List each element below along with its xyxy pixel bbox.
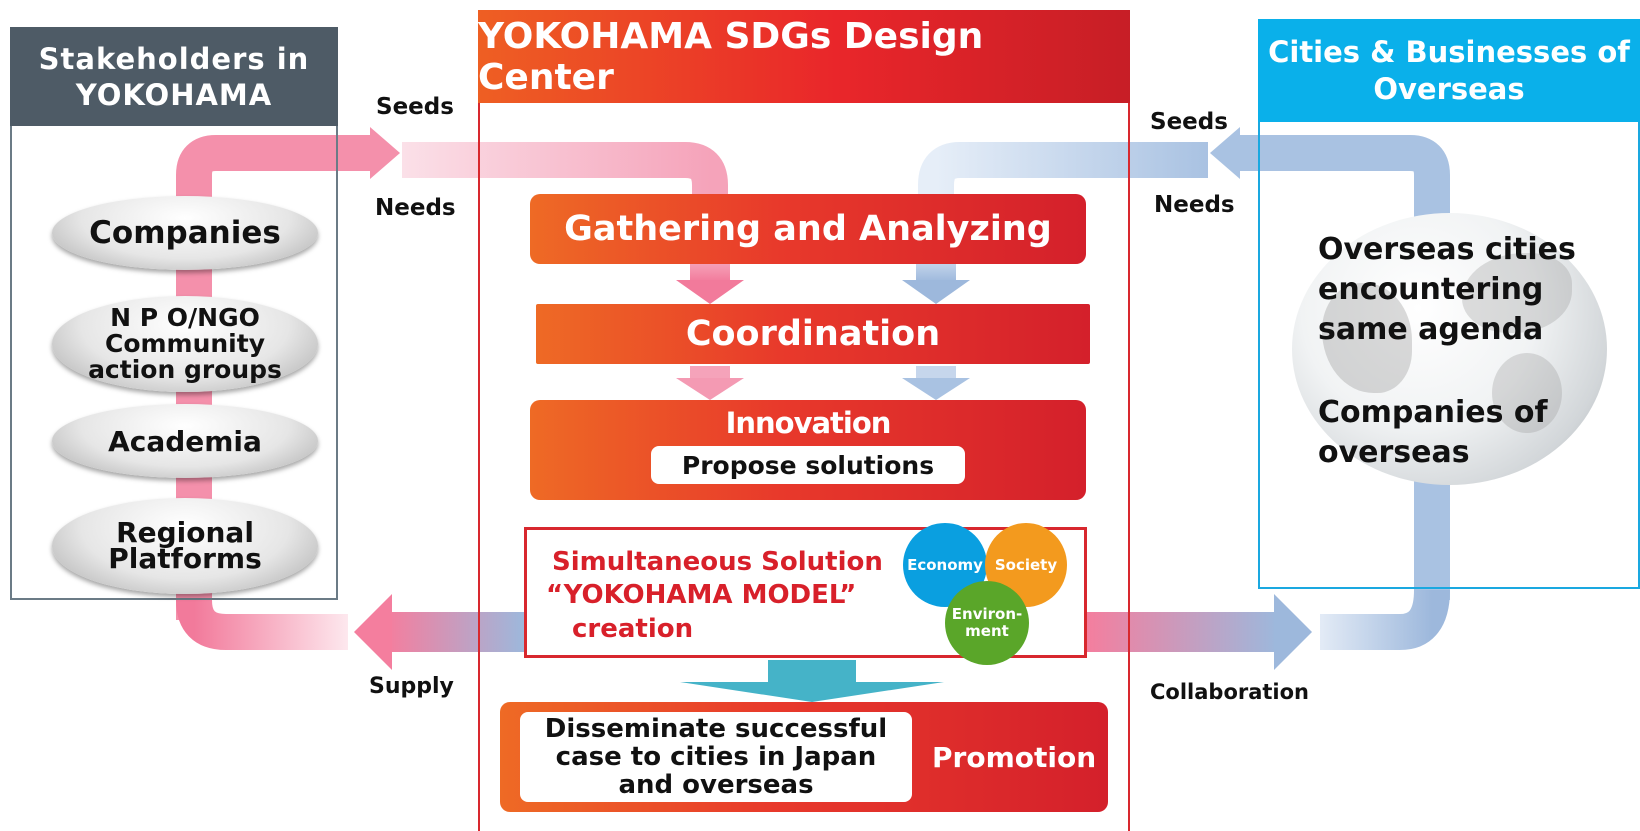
gathering-box: Gathering and Analyzing (530, 194, 1086, 264)
academia-label: Academia (108, 424, 262, 458)
economy-label: Economy (907, 555, 983, 574)
blue-seeds-arrow (918, 142, 1208, 203)
environment-circle: Environ-ment (945, 581, 1029, 665)
supply-label: Supply (369, 674, 454, 699)
companies-label: Companies (89, 215, 281, 251)
design-center-header: YOKOHAMA SDGs Design Center (478, 10, 1130, 103)
seeds-left-label: Seeds (376, 94, 454, 120)
seeds-right-label: Seeds (1150, 109, 1228, 135)
disseminate-box: Disseminate successful case to cities in… (520, 712, 912, 802)
society-label: Society (994, 555, 1058, 574)
pink-down-head-1 (676, 280, 744, 304)
academia-pill: Academia (52, 404, 318, 478)
promotion-arrow-stem (768, 660, 856, 682)
blue-down-stem-1 (916, 262, 956, 282)
blue-down-stem-2 (916, 366, 956, 380)
right-loop-arrow (1240, 135, 1450, 600)
companies-pill: Companies (52, 196, 318, 270)
right-loop-arrowhead (1210, 127, 1240, 179)
simultaneous-line3: creation (572, 614, 694, 644)
regional-platforms-label: Regional Platforms (108, 516, 262, 575)
promotion-box: Disseminate successful case to cities in… (500, 702, 1108, 812)
pink-seeds-arrow (402, 142, 728, 203)
coordination-box: Coordination (536, 304, 1090, 364)
left-loop-arrow (176, 135, 370, 620)
overseas-header: Cities & Businesses of Overseas (1258, 19, 1640, 122)
right-loop-bottom (1320, 589, 1450, 650)
promotion-arrowhead (680, 682, 944, 702)
pink-down-head-2 (676, 378, 744, 400)
design-center-panel (478, 10, 1130, 831)
npo-ngo-pill: N P O/NGO Community action groups (52, 296, 318, 392)
simultaneous-line2: “YOKOHAMA MODEL” (546, 580, 857, 610)
innovation-box: Innovation Propose solutions (530, 400, 1086, 500)
stakeholders-header: Stakeholders in YOKOHAMA (10, 27, 338, 126)
collaboration-arrow-body (1087, 612, 1277, 652)
left-loop-arrowhead (370, 127, 400, 179)
overseas-companies-text: Companies of overseas (1318, 395, 1548, 470)
globe-icon (1292, 213, 1607, 485)
collaboration-label: Collaboration (1150, 680, 1310, 704)
supply-arrowhead (354, 594, 392, 670)
propose-solutions-label: Propose solutions (681, 450, 935, 480)
npo-ngo-label: N P O/NGO Community action groups (88, 303, 282, 384)
blue-down-head-2 (902, 378, 970, 400)
coordination-label: Coordination (685, 314, 941, 354)
overseas-cities-text: Overseas cities encountering same agenda (1318, 232, 1576, 347)
simultaneous-line1: Simultaneous Solution (552, 547, 883, 577)
needs-right-label: Needs (1154, 192, 1235, 218)
promotion-label: Promotion (932, 740, 1097, 774)
pink-down-stem-2 (690, 366, 730, 380)
innovation-label: Innovation (725, 406, 892, 440)
regional-platforms-pill: Regional Platforms (52, 498, 318, 594)
environment-label: Environ-ment (951, 605, 1023, 640)
blue-down-head-1 (902, 280, 970, 304)
left-loop-bottom (176, 598, 348, 650)
collaboration-arrowhead (1274, 594, 1312, 670)
pink-down-stem-1 (690, 262, 730, 282)
propose-solutions-box: Propose solutions (651, 446, 965, 484)
needs-left-label: Needs (375, 195, 456, 221)
supply-arrow-body (388, 612, 524, 652)
disseminate-label: Disseminate successful case to cities in… (544, 714, 888, 800)
gathering-label: Gathering and Analyzing (564, 209, 1052, 249)
